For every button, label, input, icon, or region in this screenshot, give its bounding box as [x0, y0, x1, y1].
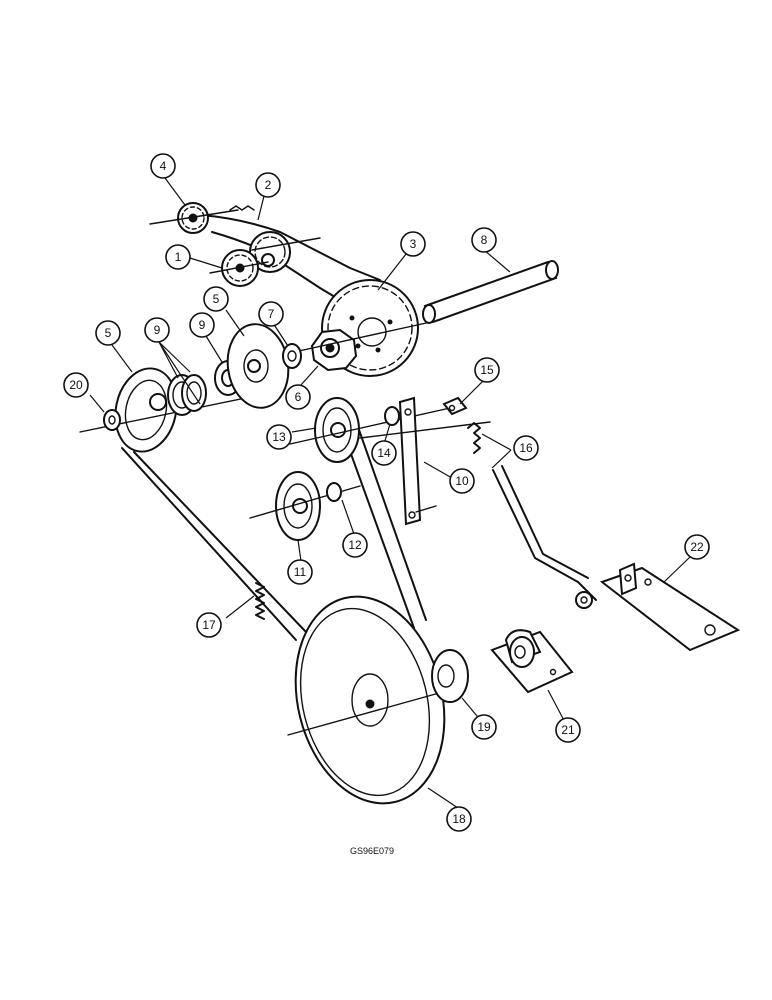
svg-text:16: 16: [519, 441, 533, 455]
svg-text:9: 9: [199, 318, 206, 332]
svg-text:13: 13: [272, 430, 286, 444]
pillow-block-bearing: [490, 629, 574, 694]
bushing-14: [384, 406, 400, 426]
lever-rod: [492, 465, 597, 609]
svg-text:20: 20: [69, 378, 83, 392]
v-belt-left: [121, 447, 307, 641]
callout-17: 17: [196, 612, 222, 638]
svg-text:1: 1: [175, 250, 182, 264]
callout-20: 20: [63, 372, 89, 398]
callout-7: 7: [258, 301, 284, 327]
figure-code: GS96E079: [350, 846, 394, 856]
idler-pulley-13: [289, 397, 451, 463]
callout-18: 18: [446, 806, 472, 832]
spring-16: [467, 422, 481, 454]
taper-hub: [431, 649, 469, 703]
callout-9-right: 9: [189, 312, 215, 338]
svg-text:2: 2: [265, 178, 272, 192]
callout-9-left: 9: [144, 317, 170, 343]
clutch-springs: [167, 374, 207, 416]
callout-13: 13: [266, 424, 292, 450]
callout-5-upper: 5: [203, 286, 229, 312]
svg-text:15: 15: [480, 363, 494, 377]
mounting-plate: [599, 562, 741, 652]
svg-text:4: 4: [160, 159, 167, 173]
svg-text:5: 5: [213, 292, 220, 306]
callout-4: 4: [150, 153, 176, 179]
svg-text:22: 22: [690, 540, 704, 554]
callout-1: 1: [165, 244, 191, 270]
svg-text:19: 19: [477, 720, 491, 734]
svg-text:6: 6: [295, 390, 302, 404]
idler-sprocket: [249, 231, 321, 273]
bracket-15: [442, 396, 468, 416]
callout-11: 11: [287, 559, 313, 585]
svg-text:14: 14: [377, 446, 391, 460]
callout-21: 21: [555, 717, 581, 743]
shaft: [422, 260, 559, 324]
svg-text:9: 9: [154, 323, 161, 337]
svg-text:7: 7: [268, 307, 275, 321]
callout-19: 19: [471, 714, 497, 740]
svg-text:17: 17: [202, 618, 216, 632]
bushing-7: [282, 343, 302, 369]
leader-lines: [89, 177, 691, 809]
svg-text:3: 3: [410, 237, 417, 251]
callout-6: 6: [285, 384, 311, 410]
svg-text:11: 11: [294, 565, 307, 579]
svg-text:21: 21: [561, 723, 575, 737]
drive-sprocket-small: [209, 249, 269, 287]
callout-15: 15: [474, 357, 500, 383]
callout-22: 22: [684, 534, 710, 560]
svg-text:12: 12: [348, 538, 362, 552]
callout-12: 12: [342, 532, 368, 558]
callout-3: 3: [400, 231, 426, 257]
callout-16: 16: [513, 435, 539, 461]
idler-arm: [359, 396, 491, 526]
svg-text:18: 18: [452, 812, 466, 826]
callout-10: 10: [449, 468, 475, 494]
svg-text:10: 10: [455, 474, 469, 488]
svg-text:8: 8: [481, 233, 488, 247]
callout-8: 8: [471, 227, 497, 253]
svg-text:5: 5: [105, 326, 112, 340]
spacer-20: [103, 409, 121, 431]
callout-2: 2: [255, 172, 281, 198]
spring-17: [255, 582, 265, 620]
callout-5-left: 5: [95, 320, 121, 346]
large-pulley: [287, 595, 451, 805]
clutch-disc: [226, 323, 290, 409]
sprocket-hub: [275, 319, 441, 372]
callout-14: 14: [371, 440, 397, 466]
small-sprocket-top: [149, 202, 239, 234]
bushing-12: [326, 482, 342, 502]
